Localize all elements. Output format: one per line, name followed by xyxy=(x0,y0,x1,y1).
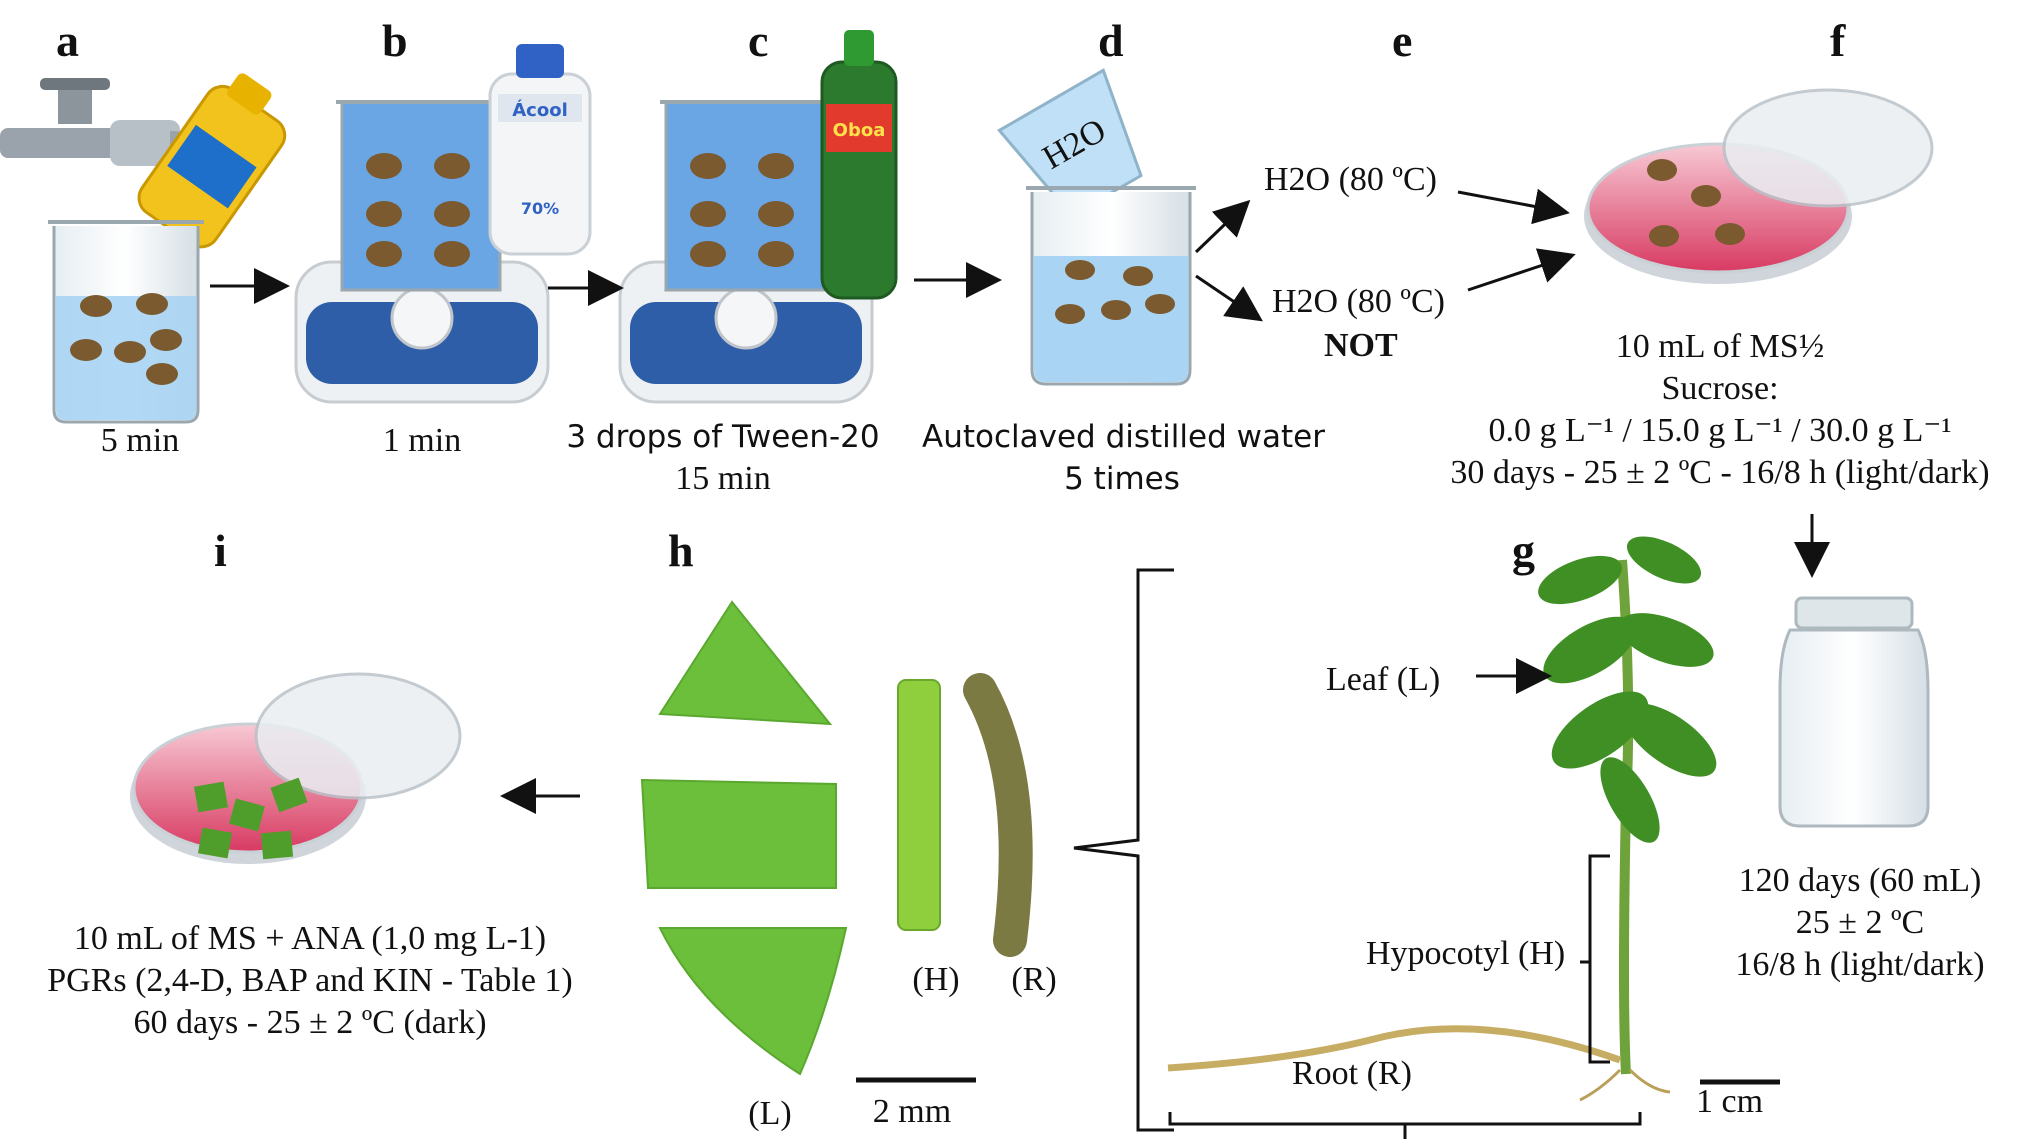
caption-c: 3 drops of Tween-20 15 min xyxy=(566,419,880,497)
petri-dish-f xyxy=(1584,88,1934,284)
root-label: Root (R) xyxy=(1292,1055,1412,1092)
scale-1cm-label: 1 cm xyxy=(1696,1083,1763,1120)
seeds-c xyxy=(690,153,794,267)
seeds-a xyxy=(70,293,182,385)
magnetic-stirrer-b xyxy=(294,260,550,404)
alcohol-bottle-percent: 70% xyxy=(521,199,559,218)
magnetic-stirrer-c xyxy=(618,260,874,404)
panel-label-e: e xyxy=(1392,15,1413,66)
caption-d: Autoclaved distilled water 5 times xyxy=(922,419,1325,497)
seeds-d xyxy=(1055,260,1175,324)
alcohol-bottle-label: Ácool xyxy=(512,99,568,121)
bleach-bottle-icon xyxy=(137,73,287,249)
hot-water-label: H2O (80 ºC) xyxy=(1264,161,1437,198)
culture-jar-icon xyxy=(1778,596,1930,828)
leaf-label: Leaf (L) xyxy=(1326,661,1440,698)
hypocotyl-label: Hypocotyl (H) xyxy=(1366,935,1565,972)
caption-jar: 120 days (60 mL) 25 ± 2 ºC 16/8 h (light… xyxy=(1735,862,1985,983)
panel-label-d: d xyxy=(1098,15,1124,66)
petri-dish-i xyxy=(130,672,462,864)
caption-f: 10 mL of MS½ Sucrose: 0.0 g L⁻¹ / 15.0 g… xyxy=(1450,328,1990,491)
beaker-a xyxy=(48,220,204,424)
beaker-b xyxy=(336,100,506,292)
beaker-d xyxy=(1026,186,1196,386)
hot-water-not-label: H2O (80 ºC) xyxy=(1272,283,1445,320)
scale-2mm-label: 2 mm xyxy=(873,1093,951,1130)
seeds-f xyxy=(1647,159,1745,247)
caption-i: 10 mL of MS + ANA (1,0 mg L-1) PGRs (2,4… xyxy=(47,920,573,1041)
not-label: NOT xyxy=(1324,327,1398,364)
panel-label-a: a xyxy=(56,15,79,66)
caption-b: 1 min xyxy=(382,422,462,459)
panel-label-g: g xyxy=(1512,525,1535,576)
alcohol-bottle-icon: Ácool 70% xyxy=(488,44,592,256)
caption-a: 5 min xyxy=(100,422,180,459)
h-root-label: (R) xyxy=(1011,961,1056,998)
seeds-b xyxy=(366,153,470,267)
plantlet-illustration xyxy=(1167,536,1717,1102)
h-leaf-label: (L) xyxy=(748,1095,791,1132)
leaf-explants-i xyxy=(193,777,308,860)
beaker-c xyxy=(660,100,830,292)
panel-label-c: c xyxy=(748,15,769,66)
panel-label-h: h xyxy=(668,525,694,576)
panel-label-i: i xyxy=(214,525,227,576)
detergent-bottle-label: Oboa xyxy=(833,120,886,141)
explant-pieces xyxy=(640,600,1033,1076)
detergent-bottle-icon: Oboa xyxy=(820,30,898,300)
flow-arrows xyxy=(210,188,1830,814)
panel-label-f: f xyxy=(1830,15,1846,66)
brackets xyxy=(1073,568,1642,1139)
h-hypocotyl-label: (H) xyxy=(912,961,959,998)
panel-label-b: b xyxy=(382,15,408,66)
